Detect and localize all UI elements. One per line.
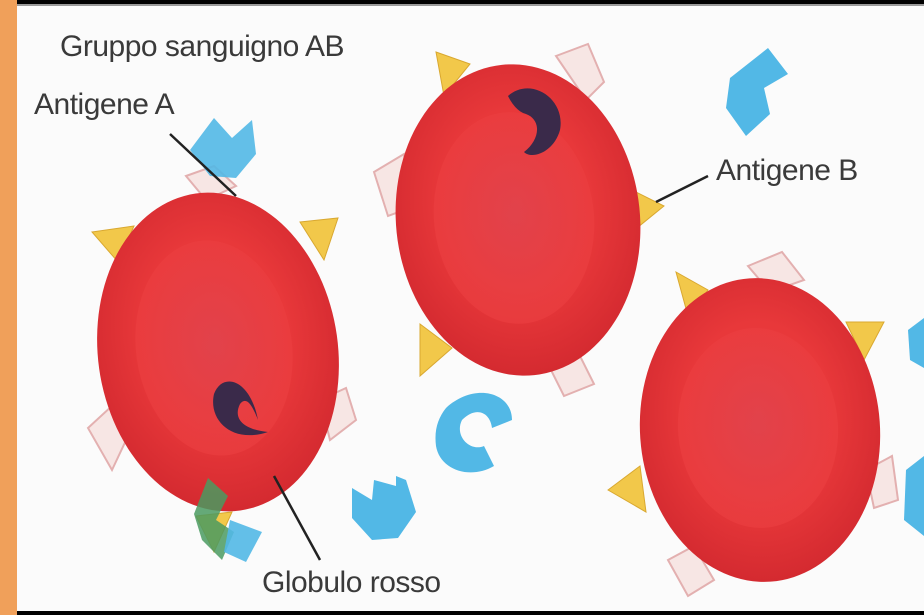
label-antigen-b: Antigene B xyxy=(716,154,858,188)
antigen-a-icon xyxy=(608,466,646,512)
label-red-blood-cell: Globulo rosso xyxy=(262,566,441,600)
antibody-icon xyxy=(224,520,262,562)
antigen-b-pointer-line xyxy=(656,176,708,202)
red-blood-cell-top xyxy=(374,44,664,472)
antibody-icon xyxy=(908,318,924,368)
figure-title: Gruppo sanguigno AB xyxy=(60,30,344,64)
antibody-icon xyxy=(435,393,512,472)
antibody-icon xyxy=(190,118,256,178)
red-blood-cell-left xyxy=(77,118,359,562)
label-antigen-a: Antigene A xyxy=(34,88,174,122)
red-cell-pointer-line xyxy=(274,476,320,560)
antibody-icon xyxy=(904,456,924,536)
red-blood-cell-right xyxy=(608,252,924,596)
antibody-icon xyxy=(352,476,416,540)
antibody-icon xyxy=(726,48,788,136)
